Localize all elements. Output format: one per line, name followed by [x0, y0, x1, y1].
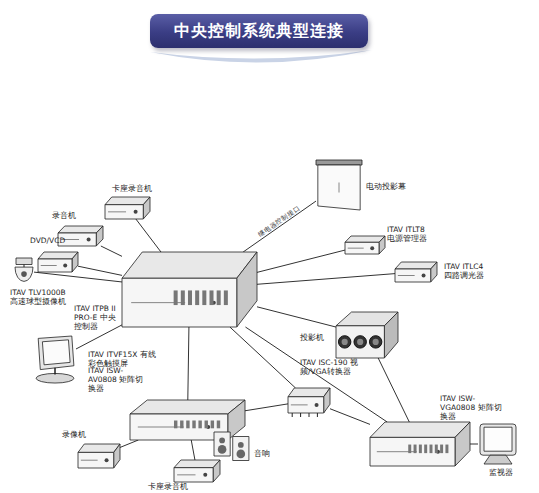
device-label: 音响 — [254, 449, 278, 458]
device-illustration — [78, 444, 120, 468]
device-node: 卡座录音机 — [174, 460, 220, 482]
device-node: ITAV ISW-VGA0808 矩阵切换器 — [370, 422, 470, 466]
device-node: 投影机 — [336, 312, 398, 358]
device-label: ITAV ITLT8 电源管理器 — [387, 225, 435, 243]
device-node: ITAV ITLT8 电源管理器 — [345, 236, 385, 254]
signal-cable — [257, 250, 345, 272]
device-illustration — [316, 160, 362, 210]
signal-cable — [78, 266, 122, 275]
signal-cable — [136, 219, 161, 252]
device-label: ITAV ISC-190 视频/VGA转换器 — [300, 358, 366, 376]
signal-cable — [243, 201, 316, 252]
device-label: ITAV ISW-AV0808 矩阵切换器 — [88, 366, 150, 393]
device-label: 监视器 — [489, 468, 523, 477]
signal-cable — [330, 409, 370, 425]
signal-cable — [257, 307, 336, 327]
device-illustration — [105, 197, 150, 219]
device-illustration — [14, 258, 34, 284]
device-label: 录像机 — [62, 430, 92, 439]
device-node: ITAV TLV1000B 高速球型摄像机 — [14, 258, 34, 284]
device-node: 音响 — [214, 432, 250, 462]
signal-cable — [230, 327, 296, 388]
title-banner: 中央控制系统典型连接 — [150, 14, 368, 48]
device-label: 卡座录音机 — [112, 184, 162, 193]
device-node: ITAV ITLC4 四路调光器 — [395, 262, 437, 282]
device-label: ITAV TLV1000B 高速球型摄像机 — [10, 288, 68, 306]
signal-cable — [34, 272, 122, 282]
signal-cable — [101, 246, 122, 256]
device-label: 卡座录音机 — [148, 482, 198, 491]
device-illustration — [34, 336, 76, 384]
signal-cable — [188, 327, 189, 400]
signal-cable — [191, 440, 195, 460]
device-node: 卡座录音机 — [105, 197, 150, 219]
device-illustration — [345, 236, 385, 254]
device-node: ITAV ISC-190 视频/VGA转换器 — [288, 388, 330, 413]
signal-cable — [120, 440, 138, 447]
device-illustration — [395, 262, 437, 282]
device-node: ITAV ITVF15X 有线彩色触摸屏 — [34, 336, 76, 384]
title-text: 中央控制系统典型连接 — [150, 14, 368, 48]
device-label: 电动投影幕 — [366, 182, 414, 191]
device-label: ITAV ITLC4 四路调光器 — [444, 262, 492, 280]
device-illustration — [288, 388, 330, 413]
device-node: 监视器 — [478, 424, 518, 464]
device-label: ITAV ISW-VGA0808 矩阵切换器 — [440, 394, 504, 421]
device-label: DVD/VCD — [30, 236, 75, 245]
swoosh-shape — [150, 50, 372, 63]
device-node: ITAV ITPB II PRO-E 中央控制器 — [122, 252, 257, 327]
device-illustration — [478, 424, 518, 464]
signal-cable — [378, 358, 409, 422]
device-illustration — [214, 432, 250, 462]
device-label: 投影机 — [300, 333, 332, 342]
cable-label: 继电器控制接口 — [257, 203, 302, 238]
device-label: ITAV ITPB II PRO-E 中央控制器 — [74, 304, 122, 331]
device-illustration — [122, 252, 257, 327]
signal-cable — [245, 404, 288, 411]
device-node: 电动投影幕 — [316, 160, 362, 210]
device-illustration — [38, 252, 78, 272]
device-illustration — [336, 312, 398, 358]
signal-cable — [257, 274, 395, 285]
device-node: 录像机 — [78, 444, 120, 468]
signal-cable — [245, 327, 387, 422]
signal-cable — [470, 444, 478, 445]
device-illustration — [174, 460, 220, 482]
device-label: 录音机 — [52, 211, 92, 220]
device-illustration — [370, 422, 470, 466]
device-node: DVD/VCD — [38, 252, 78, 272]
device-label: ITAV ITVF15X 有线彩色触摸屏 — [88, 350, 160, 368]
